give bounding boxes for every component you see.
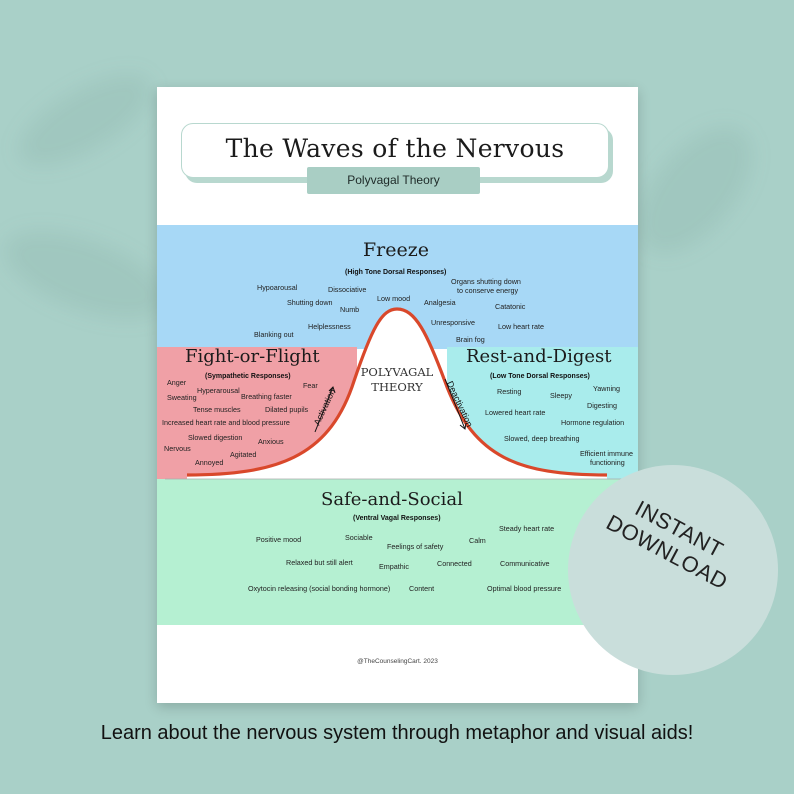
freeze-word: to conserve energy — [457, 286, 519, 295]
safe-word: Calm — [469, 536, 486, 545]
freeze-word: Catatonic — [495, 302, 526, 311]
fight-word: Anger — [167, 378, 187, 387]
safe-heading: Safe-and-Social — [321, 489, 463, 510]
safe-word: Relaxed but still alert — [286, 558, 353, 567]
fight-heading: Fight-or-Flight — [185, 346, 320, 367]
freeze-word: Organs shutting down — [451, 277, 521, 286]
subtitle-box: Polyvagal Theory — [307, 167, 480, 194]
poster-page: The Waves of the Nervous System Polyvaga… — [157, 87, 638, 703]
rest-word: Digesting — [587, 401, 617, 410]
fight-word: Agitated — [230, 450, 257, 459]
safe-word: Communicative — [500, 559, 550, 568]
leaf-shadow-1 — [5, 56, 165, 184]
rest-word: functioning — [590, 458, 625, 467]
rest-word: Efficient immune — [580, 449, 633, 458]
poster-subtitle: Polyvagal Theory — [347, 173, 440, 187]
safe-word: Content — [409, 584, 435, 593]
safe-word: Positive mood — [256, 535, 302, 544]
leaf-shadow-2 — [0, 213, 177, 337]
freeze-word: Shutting down — [287, 298, 333, 307]
fight-word: Tense muscles — [193, 405, 241, 414]
freeze-word: Low mood — [377, 294, 411, 303]
freeze-heading: Freeze — [363, 239, 430, 261]
rest-word: Lowered heart rate — [485, 408, 546, 417]
rest-heading: Rest-and-Digest — [466, 346, 612, 367]
footer-credit: @TheCounselingCart. 2023 — [357, 658, 438, 665]
freeze-subheading: (High Tone Dorsal Responses) — [345, 269, 447, 276]
fight-word: Sweating — [167, 393, 197, 402]
fight-word: Breathing faster — [241, 392, 292, 401]
safe-word: Optimal blood pressure — [487, 584, 562, 593]
fight-word: Hyperarousal — [197, 386, 240, 395]
center-line-1: POLYVAGAL — [360, 365, 434, 379]
rest-word: Resting — [497, 387, 522, 396]
freeze-word: Helplessness — [308, 322, 351, 331]
freeze-word: Unresponsive — [431, 318, 475, 327]
caption: Learn about the nervous system through m… — [100, 722, 694, 744]
safe-word: Oxytocin releasing (social bonding hormo… — [248, 584, 391, 593]
freeze-word: Low heart rate — [498, 322, 544, 331]
center-label: POLYVAGAL THEORY — [349, 365, 445, 395]
badge-text: INSTANT DOWNLOAD — [568, 469, 778, 614]
rest-word: Slowed, deep breathing — [504, 434, 580, 443]
fight-word: Increased heart rate and blood pressure — [162, 418, 290, 427]
fight-word: Nervous — [164, 444, 191, 453]
fight-word: Anxious — [258, 437, 284, 446]
freeze-word: Numb — [340, 305, 360, 314]
rest-word: Hormone regulation — [561, 418, 625, 427]
freeze-word: Dissociative — [328, 285, 367, 294]
rest-word: Yawning — [593, 384, 621, 393]
fight-word: Annoyed — [195, 458, 224, 467]
fight-word: Dilated pupils — [265, 405, 309, 414]
fight-word: Fear — [303, 381, 318, 390]
safe-word: Sociable — [345, 533, 373, 542]
safe-word: Feelings of safety — [387, 542, 444, 551]
rest-word: Sleepy — [550, 391, 572, 400]
fight-subheading: (Sympathetic Responses) — [205, 373, 291, 380]
rest-subheading: (Low Tone Dorsal Responses) — [490, 373, 590, 380]
fight-word: Slowed digestion — [188, 433, 243, 442]
freeze-word: Brain fog — [456, 335, 485, 344]
safe-subheading: (Ventral Vagal Responses) — [353, 515, 441, 522]
safe-band — [157, 477, 638, 625]
freeze-word: Hypoarousal — [257, 283, 298, 292]
safe-word: Connected — [437, 559, 472, 568]
safe-word: Steady heart rate — [499, 524, 555, 533]
center-line-2: THEORY — [371, 380, 423, 394]
instant-download-badge: INSTANT DOWNLOAD — [568, 465, 778, 675]
freeze-word: Analgesia — [424, 298, 456, 307]
freeze-word: Blanking out — [254, 330, 294, 339]
safe-word: Empathic — [379, 562, 409, 571]
leaf-shadow-3 — [616, 106, 774, 274]
